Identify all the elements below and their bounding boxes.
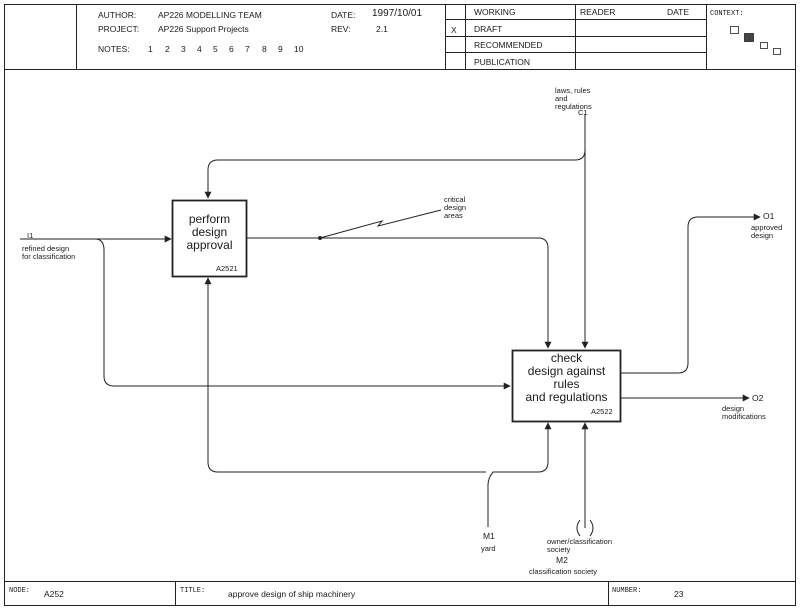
date-label: DATE: xyxy=(331,10,356,20)
author-label: AUTHOR: xyxy=(98,10,137,20)
rev-label: REV: xyxy=(331,24,351,34)
project-label: PROJECT: xyxy=(98,24,140,34)
context-label: CONTEXT: xyxy=(710,10,744,18)
o1-code: O1 xyxy=(763,211,775,221)
page-border xyxy=(4,4,796,606)
note-number: 2 xyxy=(165,44,170,54)
note-number: 7 xyxy=(245,44,250,54)
status-recommended: RECOMMENDED xyxy=(474,40,543,50)
note-number: 8 xyxy=(262,44,267,54)
m1-label: yard xyxy=(481,544,496,553)
status-check-mark: X xyxy=(451,25,457,35)
reader-label: READER xyxy=(580,7,616,17)
box-a2521-id: A2521 xyxy=(216,264,238,273)
rev-value: 2.1 xyxy=(376,24,388,34)
box-a2522-title: check design against rules and regulatio… xyxy=(525,351,608,404)
o1-label: approved design xyxy=(751,223,783,240)
arrow-o1 xyxy=(621,213,761,374)
diagram-title: approve design of ship machinery xyxy=(228,589,356,599)
note-number: 6 xyxy=(229,44,234,54)
date-value: 1997/10/01 xyxy=(372,8,423,19)
i1-label: refined design for classification xyxy=(22,244,76,261)
arrow-m1-to-a2521 xyxy=(204,277,486,473)
status-draft: DRAFT xyxy=(474,24,503,34)
note-number: 3 xyxy=(181,44,186,54)
status-working: WORKING xyxy=(474,7,516,17)
notes-label: NOTES: xyxy=(98,44,130,54)
node-label: NODE: xyxy=(9,587,31,595)
m2-label-bottom: classification society xyxy=(529,567,597,576)
activity-box-a2521 xyxy=(171,199,248,278)
note-number: 9 xyxy=(278,44,283,54)
squiggle-critical-design-areas xyxy=(319,209,442,239)
arrow-m1-to-a2522 xyxy=(487,422,552,527)
m2-code: M2 xyxy=(556,555,568,565)
arrow-a2521-output xyxy=(247,237,552,349)
number-label: NUMBER: xyxy=(612,587,642,595)
critical-design-areas-label: critical design areas xyxy=(444,195,467,220)
o2-code: O2 xyxy=(752,393,764,403)
reader-date-label: DATE xyxy=(667,7,690,17)
note-number: 10 xyxy=(294,44,304,54)
box-a2522-id: A2522 xyxy=(591,407,613,416)
activity-box-a2522 xyxy=(511,349,622,423)
o2-label: design modifications xyxy=(722,404,766,421)
m2-label-top: owner/classification society xyxy=(547,537,613,554)
box-a2521-title: perform design approval xyxy=(186,212,233,252)
c1-code: C1 xyxy=(578,108,588,117)
number-value: 23 xyxy=(674,589,684,599)
m1-code: M1 xyxy=(483,531,495,541)
note-number: 4 xyxy=(197,44,202,54)
note-number: 5 xyxy=(213,44,218,54)
note-number: 1 xyxy=(148,44,153,54)
c1-label: laws, rules and regulations xyxy=(555,86,592,111)
author-value: AP226 MODELLING TEAM xyxy=(158,10,262,20)
arrow-c1-branch-to-a2521 xyxy=(204,149,586,199)
project-value: AP226 Support Projects xyxy=(158,24,249,34)
node-value: A252 xyxy=(44,589,64,599)
tunnel-marks-m2 xyxy=(576,519,594,537)
i1-code: I1 xyxy=(27,231,34,240)
junction-dot xyxy=(318,236,322,240)
status-publication: PUBLICATION xyxy=(474,57,531,67)
title-label: TITLE: xyxy=(180,587,206,595)
context-thumbnail xyxy=(730,26,781,55)
arrow-i1-branch-to-a2522 xyxy=(94,238,511,390)
